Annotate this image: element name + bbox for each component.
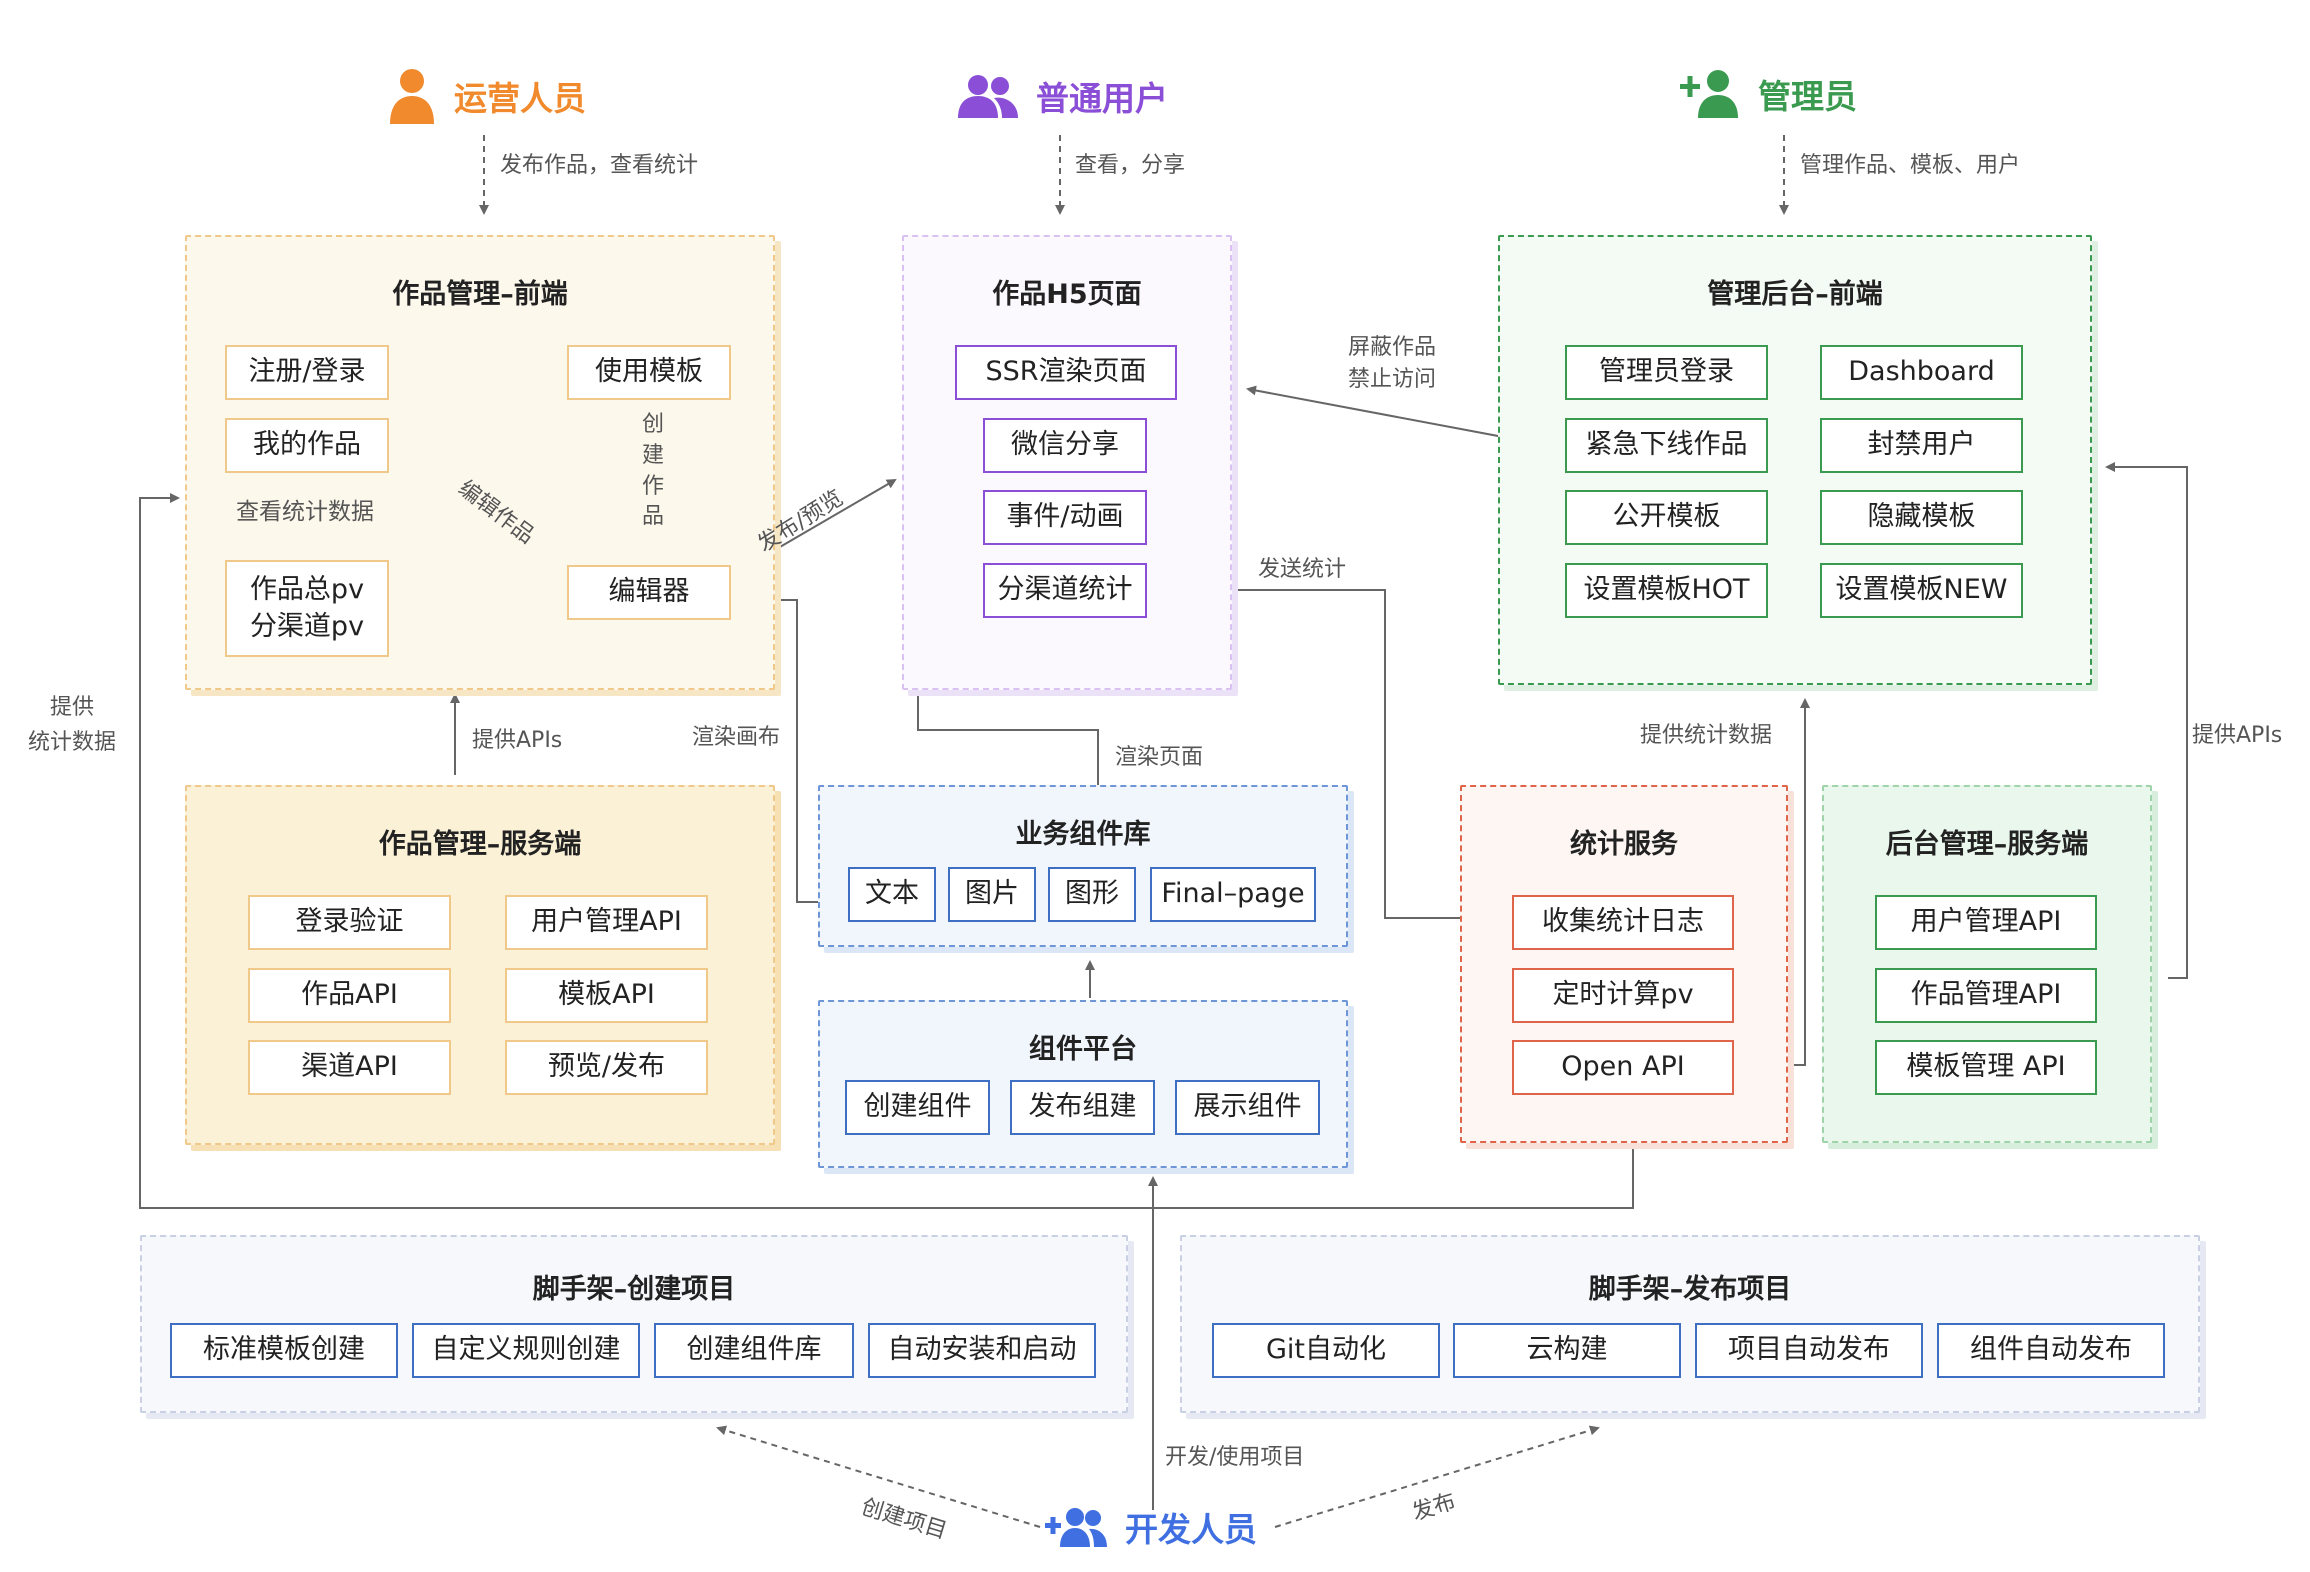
image-component-box: 图片: [948, 867, 1036, 922]
template-hot-box: 设置模板HOT: [1565, 563, 1768, 618]
create-component-box: 创建组件: [845, 1080, 990, 1135]
provide-stats-label: 提供统计数据: [1640, 723, 1773, 748]
template-new-box: 设置模板NEW: [1820, 563, 2023, 618]
editor-box: 编辑器: [567, 565, 731, 620]
use-template-box: 使用模板: [567, 345, 731, 400]
render-page-label: 渲染页面: [1115, 745, 1204, 770]
channel-pv-label: 分渠道pv: [249, 610, 365, 642]
text-component-box: 文本: [848, 867, 936, 922]
render-canvas-label: 渲染画布: [692, 725, 781, 750]
total-pv-label: 作品总pv: [249, 574, 365, 606]
panel-title: 组件平台: [1029, 1034, 1137, 1065]
cloud-build-box: 云构建: [1453, 1323, 1681, 1378]
work-api-box: 作品API: [248, 968, 451, 1023]
create-char: 建: [641, 442, 664, 468]
users-icon: [958, 75, 1018, 118]
preview-publish-box: 预览/发布: [505, 1040, 708, 1095]
create-work-label: 创 建 作 品: [641, 410, 665, 533]
actor-operator: 运营人员: [388, 68, 586, 124]
admin-flow-label: 管理作品、模板、用户: [1800, 153, 2021, 178]
admin-user-api-box: 用户管理API: [1875, 895, 2097, 950]
channel-api-box: 渠道API: [248, 1040, 451, 1095]
open-api-box: Open API: [1512, 1040, 1734, 1095]
forbid-access-text: 禁止访问: [1348, 366, 1437, 392]
show-component-box: 展示组件: [1175, 1080, 1320, 1135]
add-users-icon: [1045, 1508, 1107, 1547]
ssr-render-box: SSR渲染页面: [955, 345, 1177, 400]
calc-pv-box: 定时计算pv: [1512, 968, 1734, 1023]
panel-title: 作品管理–服务端: [378, 829, 582, 860]
actor-user: 普通用户: [958, 72, 1168, 120]
panel-title: 后台管理–服务端: [1885, 829, 2089, 860]
login-verify-box: 登录验证: [248, 895, 451, 950]
admin-login-box: 管理员登录: [1565, 345, 1768, 400]
standard-template-box: 标准模板创建: [170, 1323, 398, 1378]
dashboard-box: Dashboard: [1820, 345, 2023, 400]
left-provide-text: 提供: [50, 695, 95, 720]
user-flow-label: 查看，分享: [1075, 153, 1186, 178]
admin-template-api-box: 模板管理 API: [1875, 1040, 2097, 1095]
operator-flow-label: 发布作品，查看统计: [500, 153, 699, 178]
block-work-text: 屏蔽作品: [1348, 335, 1437, 360]
create-char: 创: [641, 412, 664, 437]
collect-logs-box: 收集统计日志: [1512, 895, 1734, 950]
left-stats-label: 提供 统计数据: [28, 690, 116, 760]
user-api-box: 用户管理API: [505, 895, 708, 950]
hide-template-box: 隐藏模板: [1820, 490, 2023, 545]
auto-install-box: 自动安装和启动: [868, 1323, 1096, 1378]
final-page-box: Final–page: [1150, 867, 1316, 922]
view-stats-label: 查看统计数据: [236, 499, 374, 525]
panel-title: 统计服务: [1570, 829, 1678, 860]
admin-work-api-box: 作品管理API: [1875, 968, 2097, 1023]
pv-stats-box: 作品总pv 分渠道pv: [225, 560, 389, 657]
custom-rule-box: 自定义规则创建: [412, 1323, 640, 1378]
actor-developer: 开发人员: [1045, 1503, 1257, 1551]
left-stats-text: 统计数据: [28, 730, 117, 756]
block-work-label: 屏蔽作品 禁止访问: [1348, 332, 1436, 396]
panel-title: 业务组件库: [1015, 819, 1151, 850]
ban-user-box: 封禁用户: [1820, 418, 2023, 473]
component-publish-box: 组件自动发布: [1937, 1323, 2165, 1378]
add-user-icon: [1680, 70, 1738, 118]
block-work-arrow: [1246, 385, 1531, 443]
my-works-box: 我的作品: [225, 418, 389, 473]
create-char: 作: [641, 473, 664, 499]
panel-biz-components: 业务组件库: [818, 785, 1348, 947]
shape-component-box: 图形: [1048, 867, 1136, 922]
actor-admin: 管理员: [1680, 70, 1857, 118]
provide-apis-label: 提供APIs: [472, 728, 563, 753]
offline-work-box: 紧急下线作品: [1565, 418, 1768, 473]
public-template-box: 公开模板: [1565, 490, 1768, 545]
create-project-label: 创建项目: [858, 1494, 950, 1545]
register-login-box: 注册/登录: [225, 345, 389, 400]
panel-title: 脚手架–创建项目: [532, 1274, 736, 1305]
panel-title: 作品管理–前端: [392, 279, 568, 310]
publish-component-box: 发布组建: [1010, 1080, 1155, 1135]
create-lib-box: 创建组件库: [654, 1323, 854, 1378]
actor-label: 普通用户: [1036, 79, 1168, 118]
actor-label: 运营人员: [454, 79, 586, 118]
panel-title: 脚手架–发布项目: [1588, 1274, 1792, 1305]
event-animation-box: 事件/动画: [983, 490, 1147, 545]
channel-stats-box: 分渠道统计: [983, 563, 1147, 618]
create-char: 品: [641, 504, 664, 530]
project-publish-box: 项目自动发布: [1695, 1323, 1923, 1378]
user-icon: [390, 69, 434, 124]
git-auto-box: Git自动化: [1212, 1323, 1440, 1378]
panel-title: 作品H5页面: [992, 279, 1142, 310]
actor-label: 管理员: [1758, 77, 1857, 116]
dev-use-label: 开发/使用项目: [1165, 1445, 1305, 1470]
actor-label: 开发人员: [1125, 1510, 1257, 1549]
publish-label: 发布: [1409, 1489, 1459, 1526]
provide-apis-right-label: 提供APIs: [2192, 723, 2283, 748]
wechat-share-box: 微信分享: [983, 418, 1147, 473]
template-api-box: 模板API: [505, 968, 708, 1023]
panel-title: 管理后台–前端: [1707, 279, 1883, 310]
send-stats-label: 发送统计: [1258, 557, 1347, 582]
